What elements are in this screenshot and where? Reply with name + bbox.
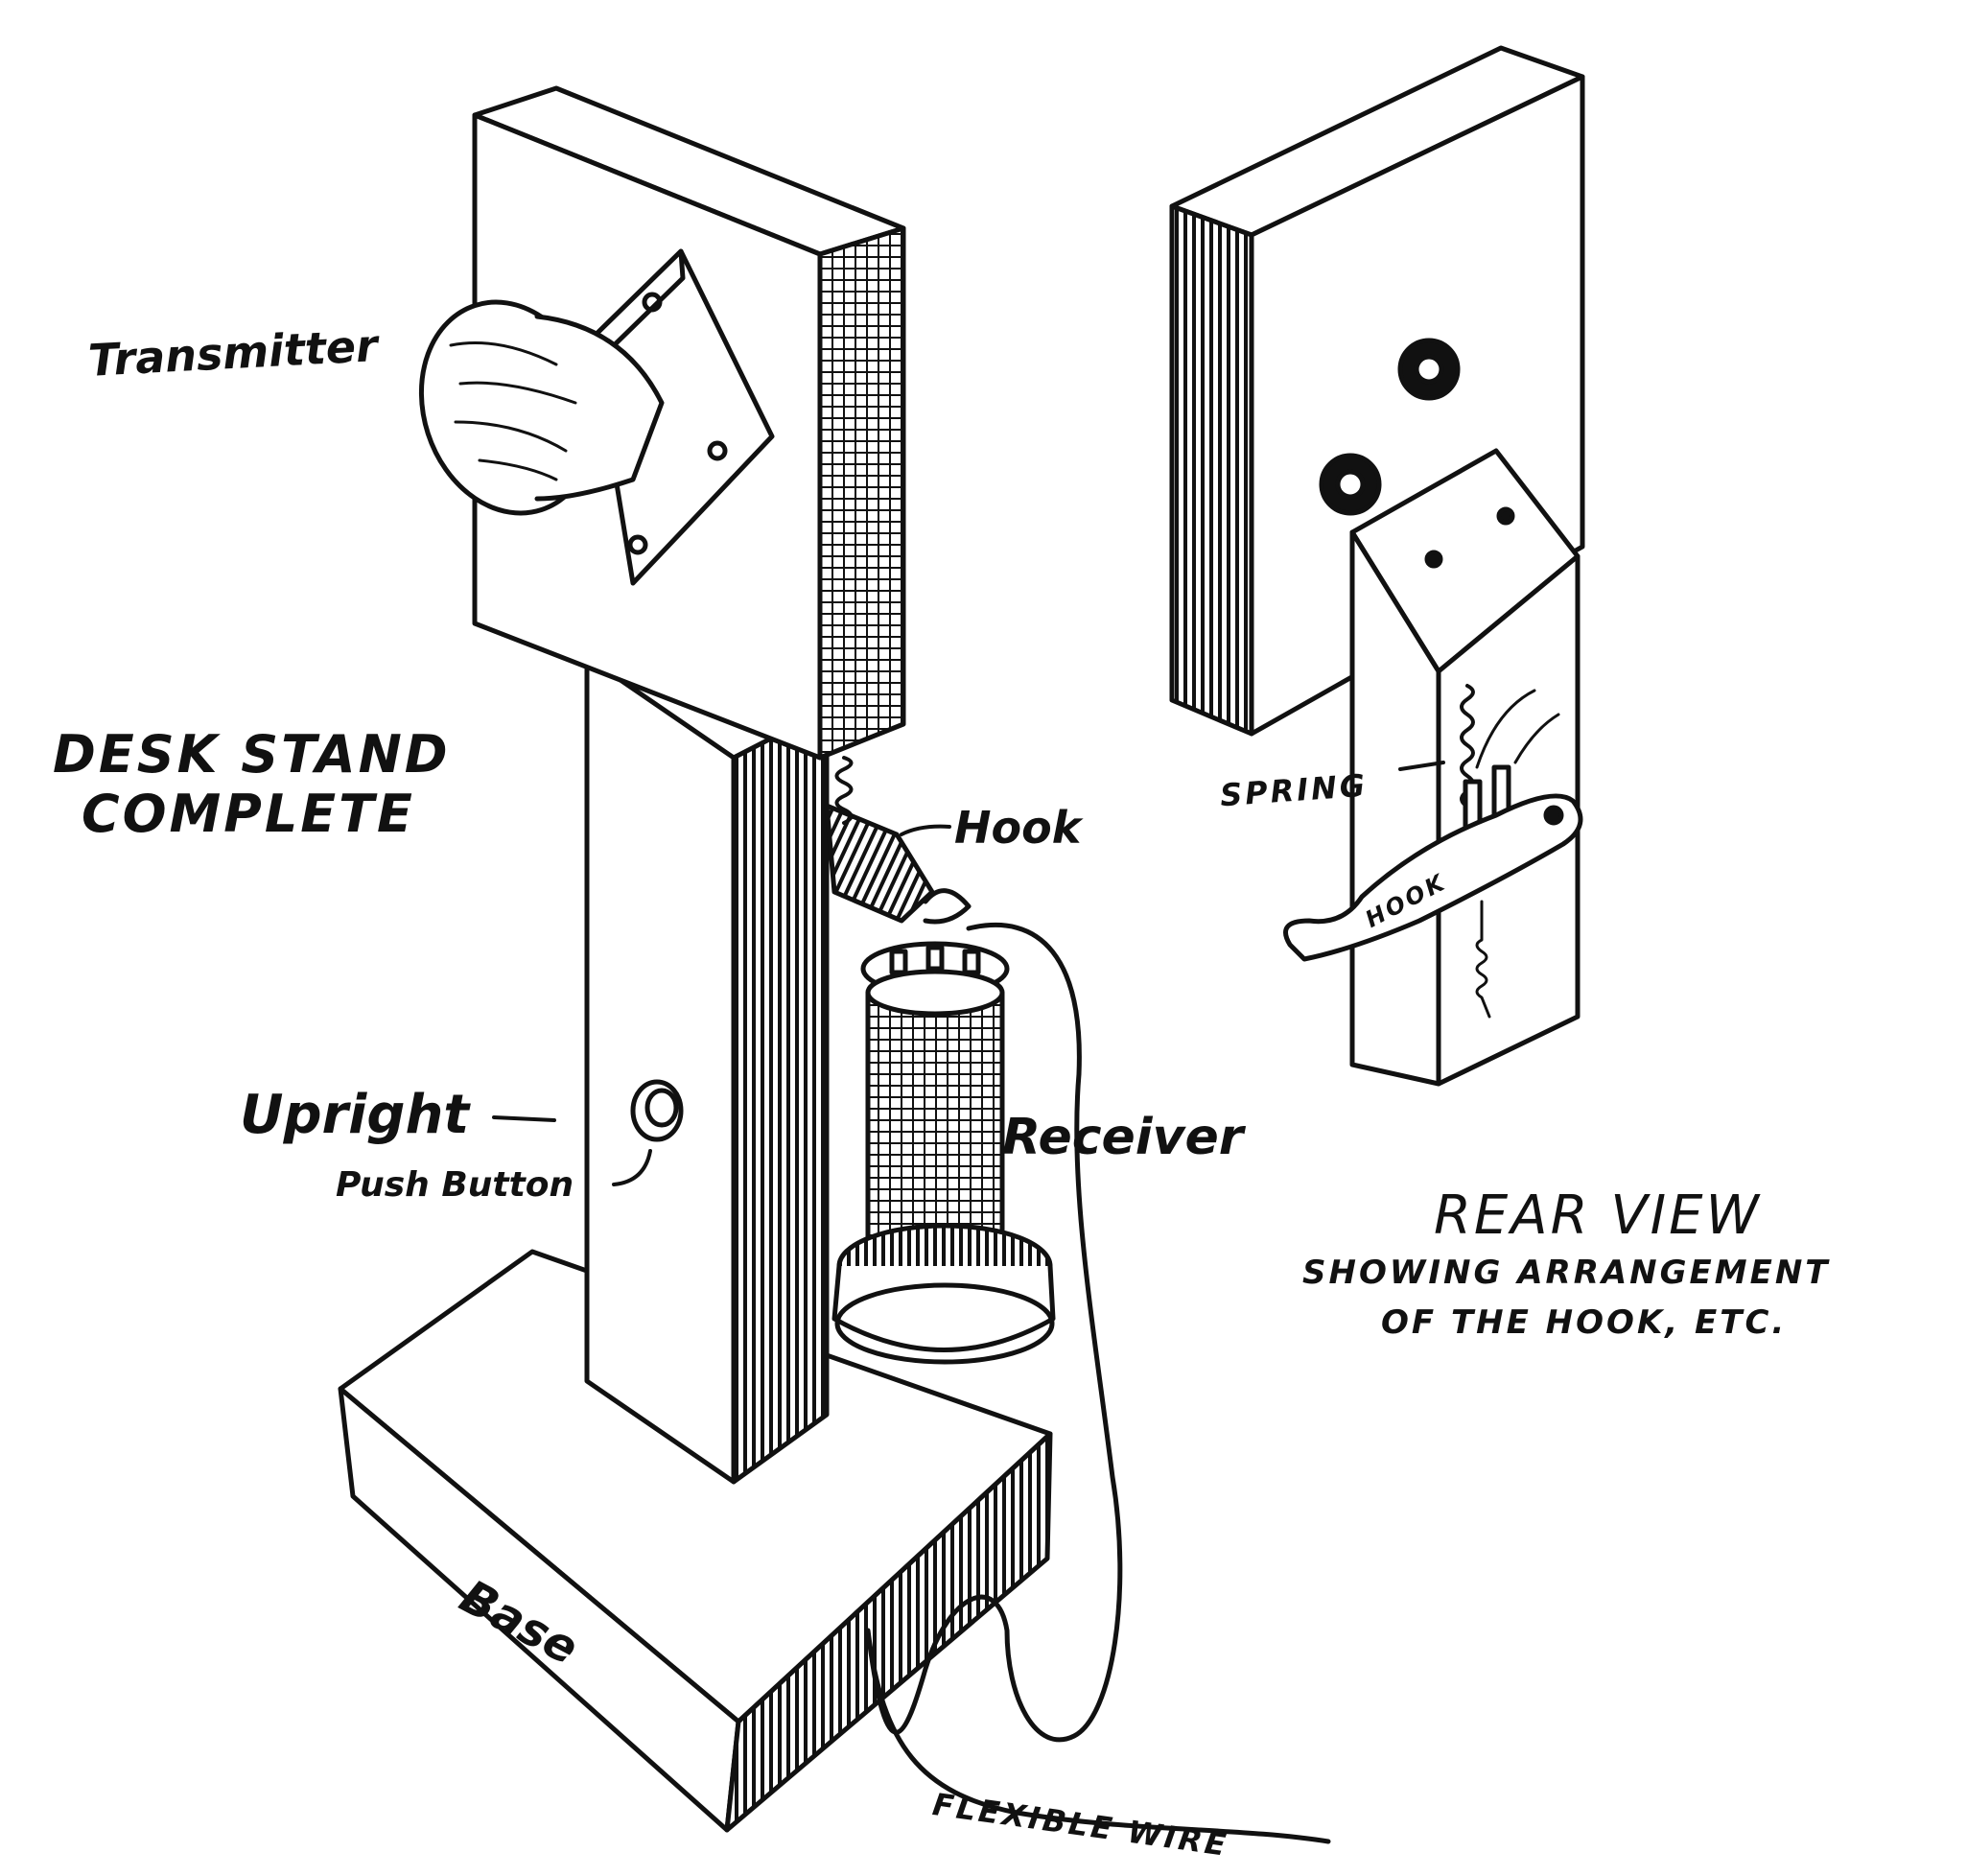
desk-stand-title-line2: COMPLETE: [82, 784, 415, 844]
rear-view-drawing: [1169, 45, 1585, 1087]
upright-post: [584, 654, 830, 1485]
receiver: [831, 941, 1056, 1365]
rear-view-title: REAR VIEW: [1434, 1184, 1762, 1247]
transmitter-mouthpiece: [418, 248, 775, 586]
label-hook: Hook: [954, 802, 1082, 854]
rear-view-subtitle-line1: SHOWING ARRANGEMENT: [1302, 1254, 1831, 1292]
label-receiver: Receiver: [1002, 1109, 1244, 1166]
base-block: [338, 1249, 1053, 1833]
push-button-knob: [630, 1079, 684, 1142]
desk-stand-title-line1: DESK STAND: [53, 724, 451, 785]
hook-arm: [824, 756, 972, 925]
label-upright: Upright: [240, 1084, 470, 1146]
label-spring: SPRING: [1218, 766, 1370, 814]
desk-stand-drawing: [338, 85, 1331, 1844]
rear-hook-lever: [1283, 793, 1583, 962]
flexible-wire-path: [865, 922, 1331, 1844]
label-push-button: Push Button: [336, 1165, 574, 1205]
rear-view-subtitle-line2: OF THE HOOK, ETC.: [1381, 1303, 1788, 1342]
